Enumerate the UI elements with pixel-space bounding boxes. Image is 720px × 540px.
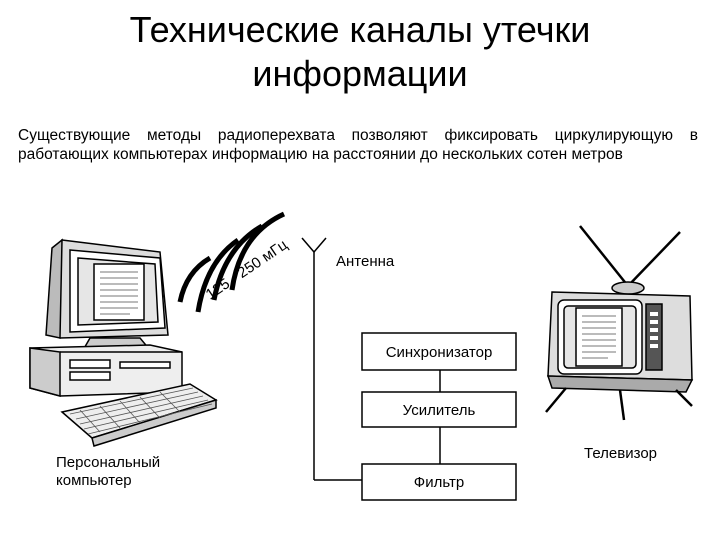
television-illustration (545, 225, 694, 421)
block-label: Синхронизатор (386, 344, 493, 361)
title-line-2: информации (252, 53, 468, 94)
emission-waves (177, 211, 286, 313)
antenna-icon (301, 237, 327, 480)
block-label: Фильтр (414, 474, 464, 491)
block-synchronizer: Синхронизатор (361, 332, 517, 371)
description-paragraph: Существующие методы радиоперехвата позво… (18, 127, 698, 163)
connection-lines (314, 370, 441, 481)
pc-label-line-1: Персональный (56, 454, 160, 471)
antenna-label: Антенна (336, 253, 395, 270)
slide-title: Технические каналы утечки информации (0, 8, 720, 96)
block-amplifier: Усилитель (361, 391, 517, 428)
title-line-1: Технические каналы утечки (129, 9, 591, 50)
computer-illustration (29, 238, 218, 447)
pc-label-line-2: компьютер (56, 472, 132, 489)
tv-label: Телевизор (584, 445, 657, 462)
block-filter: Фильтр (361, 463, 517, 501)
block-label: Усилитель (403, 402, 476, 419)
